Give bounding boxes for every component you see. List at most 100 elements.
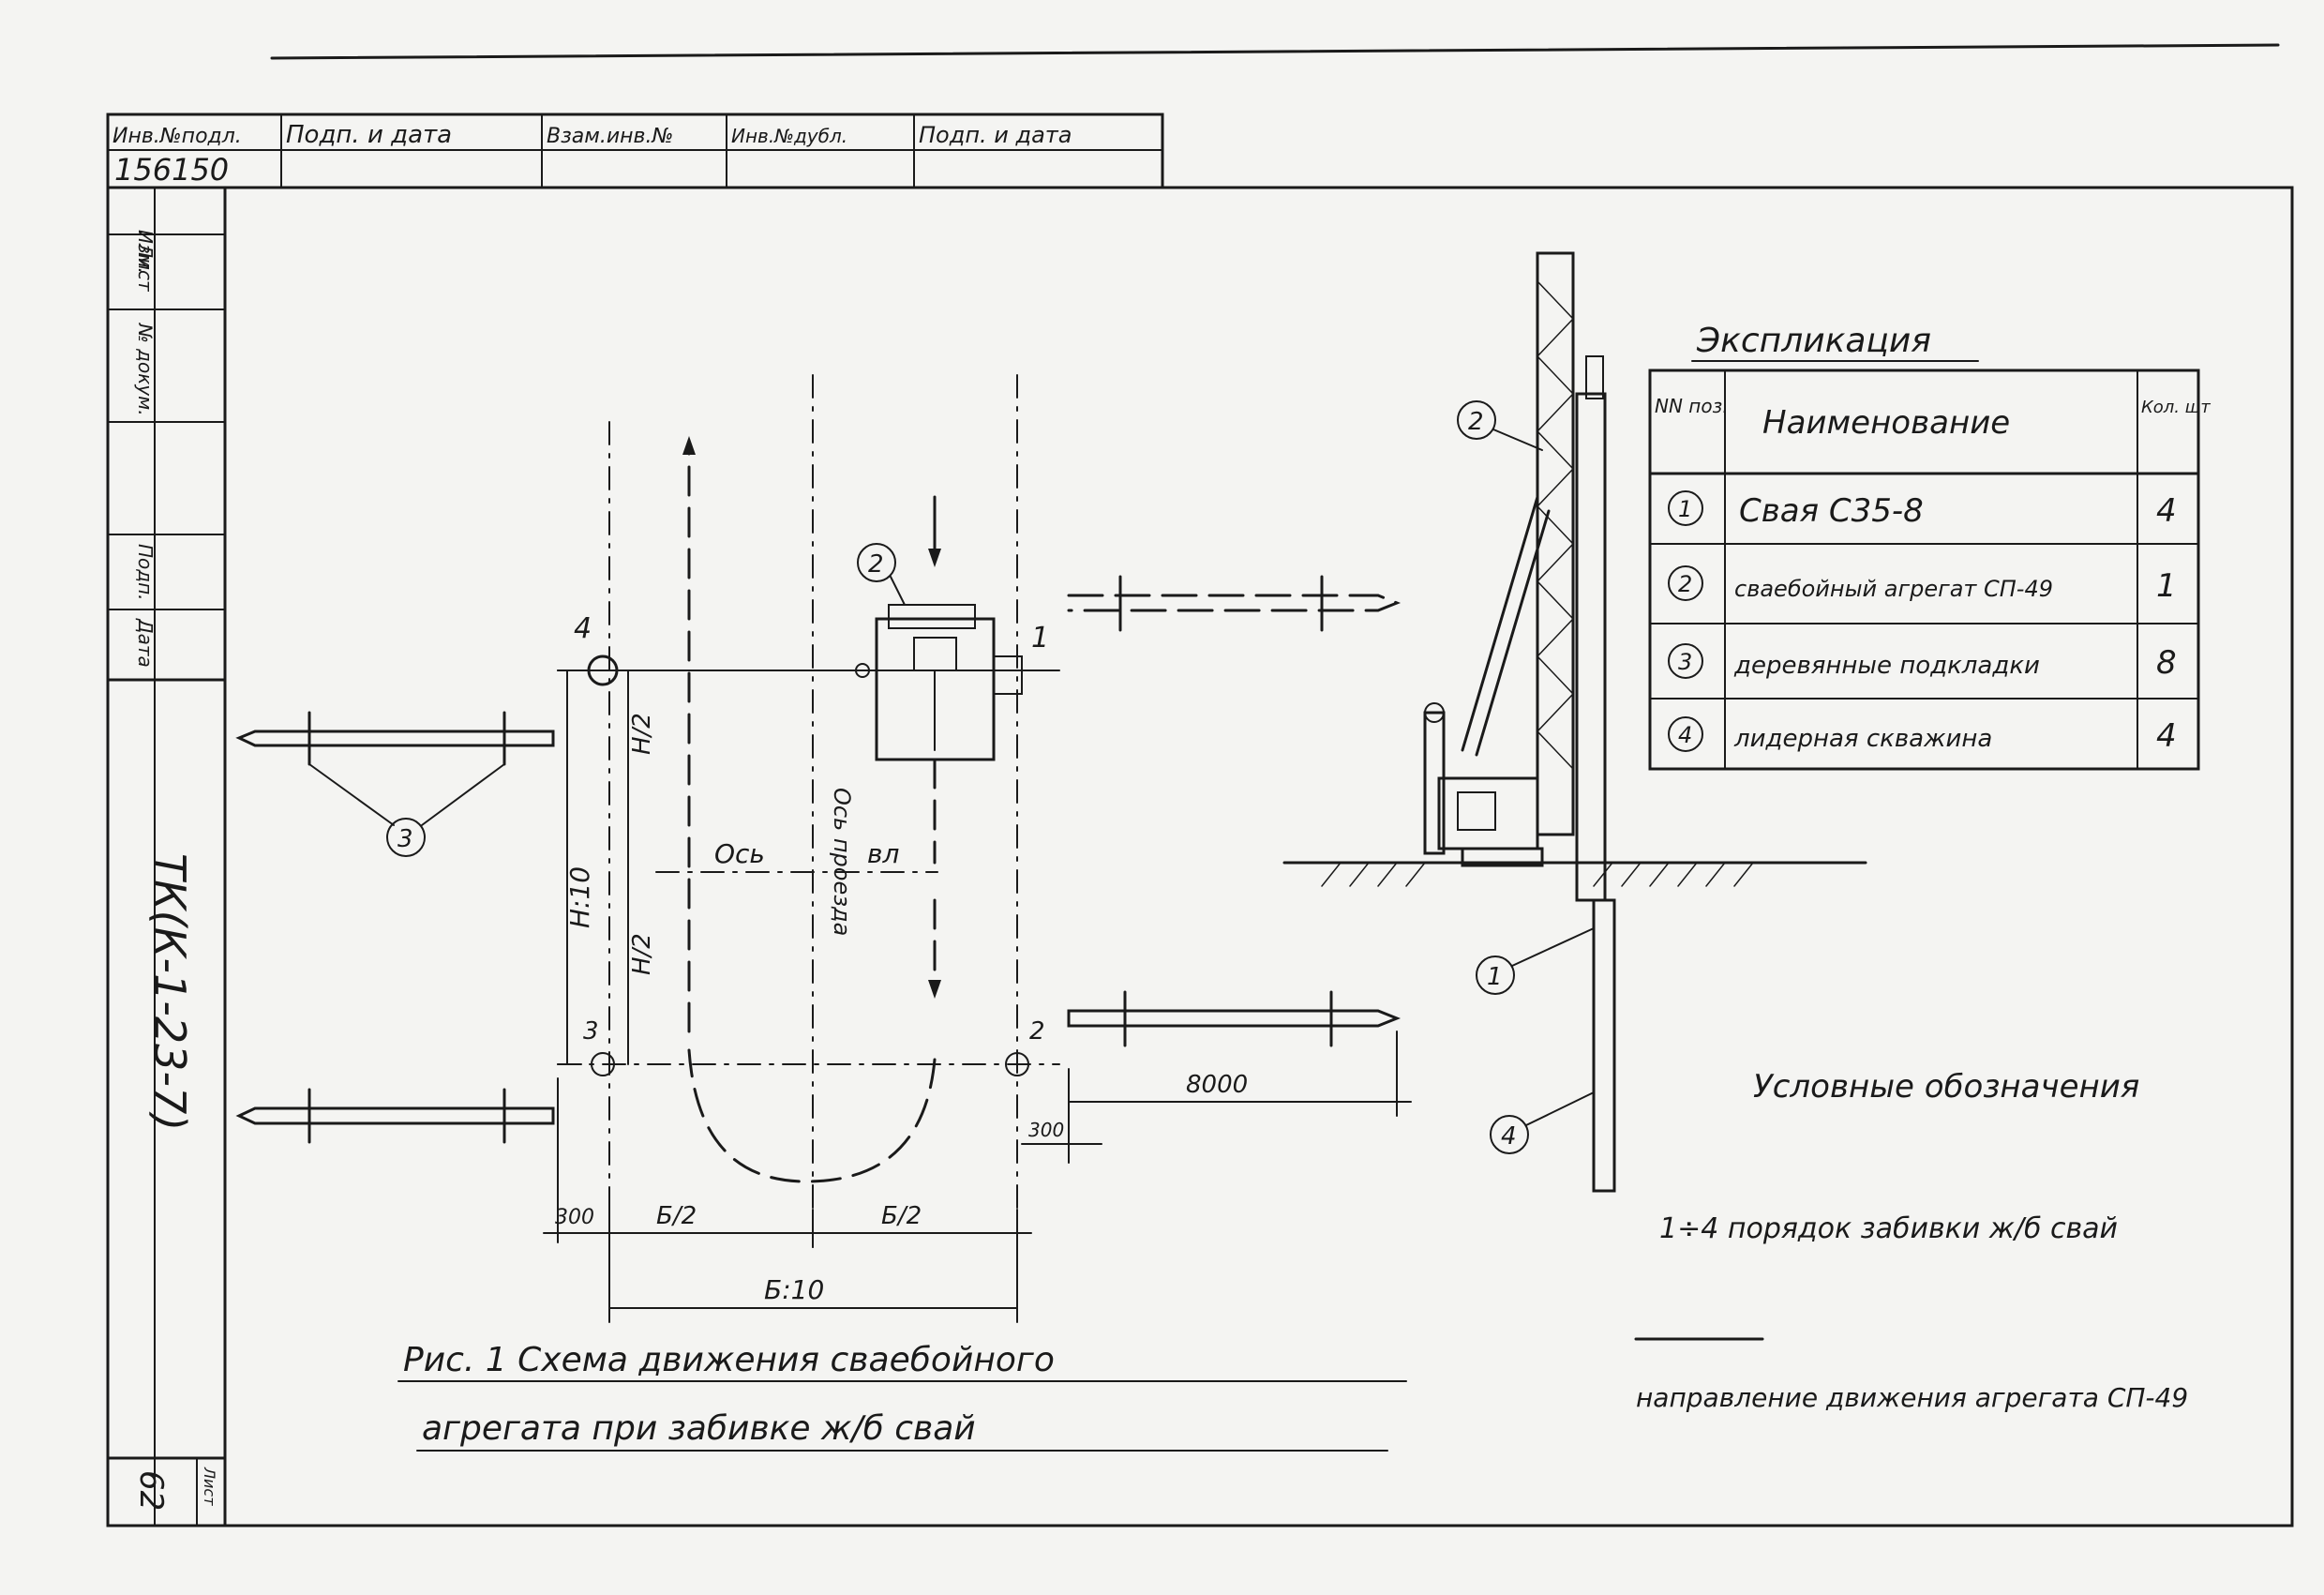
pile-body bbox=[235, 730, 555, 747]
caption-line-2: агрегата при забивке ж/б свай bbox=[422, 1409, 976, 1448]
pile-body bbox=[1067, 594, 1402, 612]
counterweight bbox=[1423, 711, 1446, 855]
arrow-head bbox=[928, 980, 941, 999]
side-label-sign: Подп. bbox=[134, 544, 157, 601]
driver-plan-mast bbox=[888, 604, 976, 629]
document-code: ТК(К-1-23-7) bbox=[144, 853, 195, 1131]
pile-point-1 bbox=[855, 663, 870, 678]
base-machine-body bbox=[1437, 776, 1539, 850]
pile-driver-elevation: 2 1 4 bbox=[1282, 251, 1867, 1193]
legend-block: Условные обозначения 1÷4 порядок забивки… bbox=[1634, 1068, 2188, 1413]
legend-item-direction: направление движения агрегата СП-49 bbox=[1636, 1382, 2188, 1413]
machine-marker-4: 4 bbox=[1501, 1122, 1517, 1151]
stamp-header-sign2: Подп. и дата bbox=[919, 122, 1072, 148]
stamp-header-inv: Инв.№подл. bbox=[112, 125, 242, 148]
top-rule bbox=[270, 43, 2280, 60]
pile-plan-left-top bbox=[235, 711, 555, 766]
pos-4: 4 bbox=[1678, 722, 1692, 748]
explication-table: Экспликация NN поз. Наименование Кол. шт… bbox=[1648, 322, 2211, 771]
name-4: лидерная скважина bbox=[1733, 725, 1992, 753]
marker-circle bbox=[857, 543, 896, 582]
base-machine-cab bbox=[1457, 791, 1496, 831]
arrow-head bbox=[682, 436, 696, 455]
dim-label-h: Н:10 bbox=[564, 866, 595, 928]
caption-line-1: Рис. 1 Схема движения сваебойного bbox=[403, 1341, 1055, 1379]
marker-label-3: 3 bbox=[397, 825, 413, 853]
machine-marker-2: 2 bbox=[1468, 408, 1484, 436]
stamp-header-dup: Инв.№дубл. bbox=[731, 125, 847, 147]
main-frame bbox=[106, 186, 2294, 1527]
qty-3: 8 bbox=[2156, 644, 2177, 682]
stamp-header-sign: Подп. и дата bbox=[286, 121, 452, 149]
pile-body bbox=[1067, 1009, 1402, 1028]
mast bbox=[1536, 251, 1575, 836]
leader-line bbox=[1511, 927, 1595, 967]
machine-marker-1: 1 bbox=[1487, 963, 1503, 991]
stamp-header-replace: Взам.инв.№ bbox=[547, 125, 673, 148]
pile-point-4 bbox=[587, 655, 619, 686]
movement-path bbox=[687, 1048, 937, 1183]
pile-plan-left-bottom bbox=[235, 1088, 555, 1144]
driver-plan-cab bbox=[913, 637, 957, 671]
axis-label-os: Ось bbox=[714, 838, 765, 869]
point-label-3: 3 bbox=[583, 1017, 599, 1046]
dim-label-h2-bottom: Н/2 bbox=[628, 933, 656, 975]
axis-label-drive: Ось проезда bbox=[829, 788, 855, 936]
table-frame bbox=[1648, 369, 2200, 771]
driver-plan-weight bbox=[993, 655, 1023, 695]
track bbox=[1461, 847, 1544, 867]
sheet-label: Лист bbox=[201, 1467, 218, 1506]
qty-1: 4 bbox=[2156, 492, 2177, 530]
hammer-top bbox=[1585, 355, 1604, 399]
leader-line bbox=[890, 576, 906, 606]
legend-item-order: 1÷4 порядок забивки ж/б свай bbox=[1659, 1212, 2118, 1245]
pos-circle bbox=[1668, 490, 1703, 526]
qty-4: 4 bbox=[2156, 717, 2177, 755]
marker-circle bbox=[386, 818, 426, 857]
dim-label-8000: 8000 bbox=[1186, 1071, 1248, 1099]
header-name: Наименование bbox=[1762, 404, 2010, 442]
mast-lattice bbox=[1536, 280, 1575, 770]
point-label-1: 1 bbox=[1031, 622, 1049, 655]
figure-caption: Рис. 1 Схема движения сваебойного агрега… bbox=[397, 1341, 1407, 1452]
dim-label-b-total: Б:10 bbox=[764, 1274, 824, 1305]
arrow-head bbox=[928, 549, 941, 567]
point-label-4: 4 bbox=[574, 612, 592, 645]
header-pos: NN поз. bbox=[1655, 395, 1729, 417]
movement-scheme: 4 3 2 1 2 Н:10 Н/2 Н/2 Ось вл Ось проезд… bbox=[235, 374, 1412, 1323]
pulley bbox=[1424, 702, 1445, 723]
axis-label-vl: вл bbox=[867, 838, 900, 869]
marker-circle bbox=[1490, 1115, 1529, 1154]
mast-brace bbox=[1475, 509, 1551, 757]
pos-circle bbox=[1668, 716, 1703, 752]
pos-3: 3 bbox=[1678, 649, 1692, 675]
point-label-2: 2 bbox=[1029, 1017, 1045, 1046]
leader-line bbox=[1525, 1091, 1595, 1126]
pile-plan-right-top bbox=[1067, 575, 1402, 632]
dim-label-h2-top: Н/2 bbox=[628, 713, 656, 755]
dim-label-300-left: 300 bbox=[555, 1206, 594, 1229]
sheet-number: 62 bbox=[132, 1470, 170, 1511]
leader-line bbox=[308, 763, 395, 826]
dim-label-b2-right: Б/2 bbox=[881, 1202, 922, 1230]
side-label-izm: Изм. bbox=[134, 230, 157, 274]
ground-hatch bbox=[1321, 862, 1754, 887]
pos-1: 1 bbox=[1678, 496, 1692, 522]
side-label-list: Лист bbox=[134, 243, 157, 293]
dim-label-b2-left: Б/2 bbox=[656, 1202, 697, 1230]
mast-brace bbox=[1461, 495, 1539, 752]
side-label-doc: № докум. bbox=[134, 323, 157, 416]
marker-circle bbox=[1457, 400, 1496, 440]
marker-label-2: 2 bbox=[868, 550, 884, 579]
pile-point-3 bbox=[591, 1052, 615, 1076]
legend-title: Условные обозначения bbox=[1753, 1068, 2139, 1106]
leader-line bbox=[421, 763, 505, 826]
pos-circle bbox=[1668, 565, 1703, 601]
pile-plan-right-bottom bbox=[1067, 990, 1402, 1047]
qty-2: 1 bbox=[2156, 567, 2177, 605]
pile-point-2 bbox=[1005, 1052, 1029, 1076]
pile-body bbox=[235, 1106, 555, 1125]
pile-elevation bbox=[1592, 898, 1616, 1193]
